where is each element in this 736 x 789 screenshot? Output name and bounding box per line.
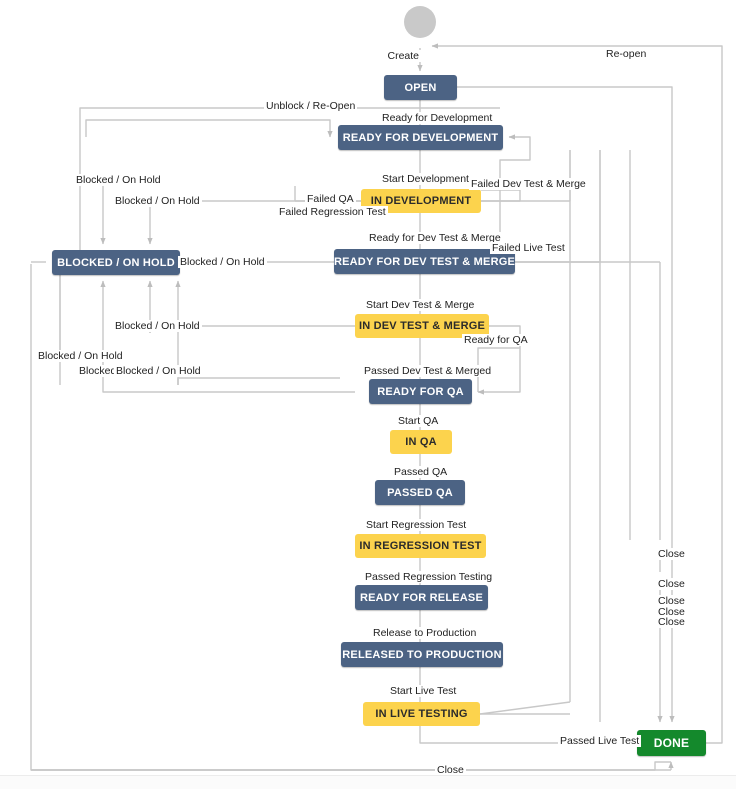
transition-label-close-3: Close: [656, 595, 687, 607]
transition-label-failed-live-test: Failed Live Test: [490, 242, 567, 254]
transition-label-passed-dev-test-and-merged: Passed Dev Test & Merged: [362, 365, 494, 377]
transition-label-blocked-on-hold-6: Blocked / On Hold: [114, 365, 203, 377]
transition-label-close-4: Close: [656, 606, 687, 618]
state-node-ready-for-development[interactable]: READY FOR DEVELOPMENT: [338, 125, 503, 150]
transition-label-close-2: Close: [656, 578, 687, 590]
state-node-done[interactable]: DONE: [637, 730, 706, 756]
transition-label-passed-regression-testing: Passed Regression Testing: [363, 571, 495, 583]
transition-label-unblock-re-open: Unblock / Re-Open: [264, 100, 358, 112]
state-node-in-live-testing[interactable]: IN LIVE TESTING: [363, 702, 480, 726]
start-node: [404, 6, 436, 38]
transition-label-passed-live-test: Passed Live Test: [558, 735, 642, 747]
state-node-open[interactable]: OPEN: [384, 75, 457, 100]
transition-label-ready-for-development: Ready for Development: [380, 112, 495, 124]
transition-label-ready-for-dev-test-and-merge: Ready for Dev Test & Merge: [367, 232, 503, 244]
transition-label-ready-for-qa: Ready for QA: [462, 334, 530, 346]
transition-label-failed-regression-test: Failed Regression Test: [277, 206, 388, 218]
transition-label-start-qa: Start QA: [396, 415, 441, 427]
transition-label-re-open: Re-open: [604, 48, 649, 60]
transition-label-blocked-on-hold-3: Blocked / On Hold: [113, 320, 202, 332]
bottom-strip: [0, 775, 736, 789]
state-node-blocked-on-hold[interactable]: BLOCKED / ON HOLD: [52, 250, 180, 275]
transition-label-start-live-test: Start Live Test: [388, 685, 459, 697]
transition-label-create: Create: [385, 50, 421, 62]
transition-label-failed-qa: Failed QA: [305, 193, 356, 205]
transition-label-blocked-on-hold-2: Blocked / On Hold: [113, 195, 202, 207]
state-node-ready-for-dev-test-and-merge[interactable]: READY FOR DEV TEST & MERGE: [334, 249, 515, 274]
state-node-in-regression-test[interactable]: IN REGRESSION TEST: [355, 534, 486, 558]
transition-label-start-development: Start Development: [380, 173, 471, 185]
transition-label-start-regression-test: Start Regression Test: [364, 519, 469, 531]
state-node-ready-for-qa[interactable]: READY FOR QA: [369, 379, 472, 404]
transition-label-release-to-production: Release to Production: [371, 627, 479, 639]
state-node-in-qa[interactable]: IN QA: [390, 430, 452, 454]
state-node-ready-for-release[interactable]: READY FOR RELEASE: [355, 585, 488, 610]
state-node-in-dev-test-and-merge[interactable]: IN DEV TEST & MERGE: [355, 314, 489, 338]
transition-label-start-dev-test-and-merge: Start Dev Test & Merge: [364, 299, 477, 311]
state-node-released-to-production[interactable]: RELEASED TO PRODUCTION: [341, 642, 503, 667]
transition-label-blocked-on-hold-1: Blocked / On Hold: [74, 174, 163, 186]
transition-label-blocked-on-hold-main: Blocked / On Hold: [178, 256, 267, 268]
transition-label-close-5: Close: [656, 616, 687, 628]
transition-label-passed-qa: Passed QA: [392, 466, 450, 478]
transition-label-close-1: Close: [656, 548, 687, 560]
state-node-passed-qa[interactable]: PASSED QA: [375, 480, 465, 505]
transition-label-blocked-5: Blocked: [77, 365, 119, 377]
transition-label-blocked-on-hold-4: Blocked / On Hold: [36, 350, 125, 362]
transition-label-close-bottom: Close: [435, 764, 466, 776]
transition-label-failed-dev-test-and-merge: Failed Dev Test & Merge: [469, 178, 588, 190]
